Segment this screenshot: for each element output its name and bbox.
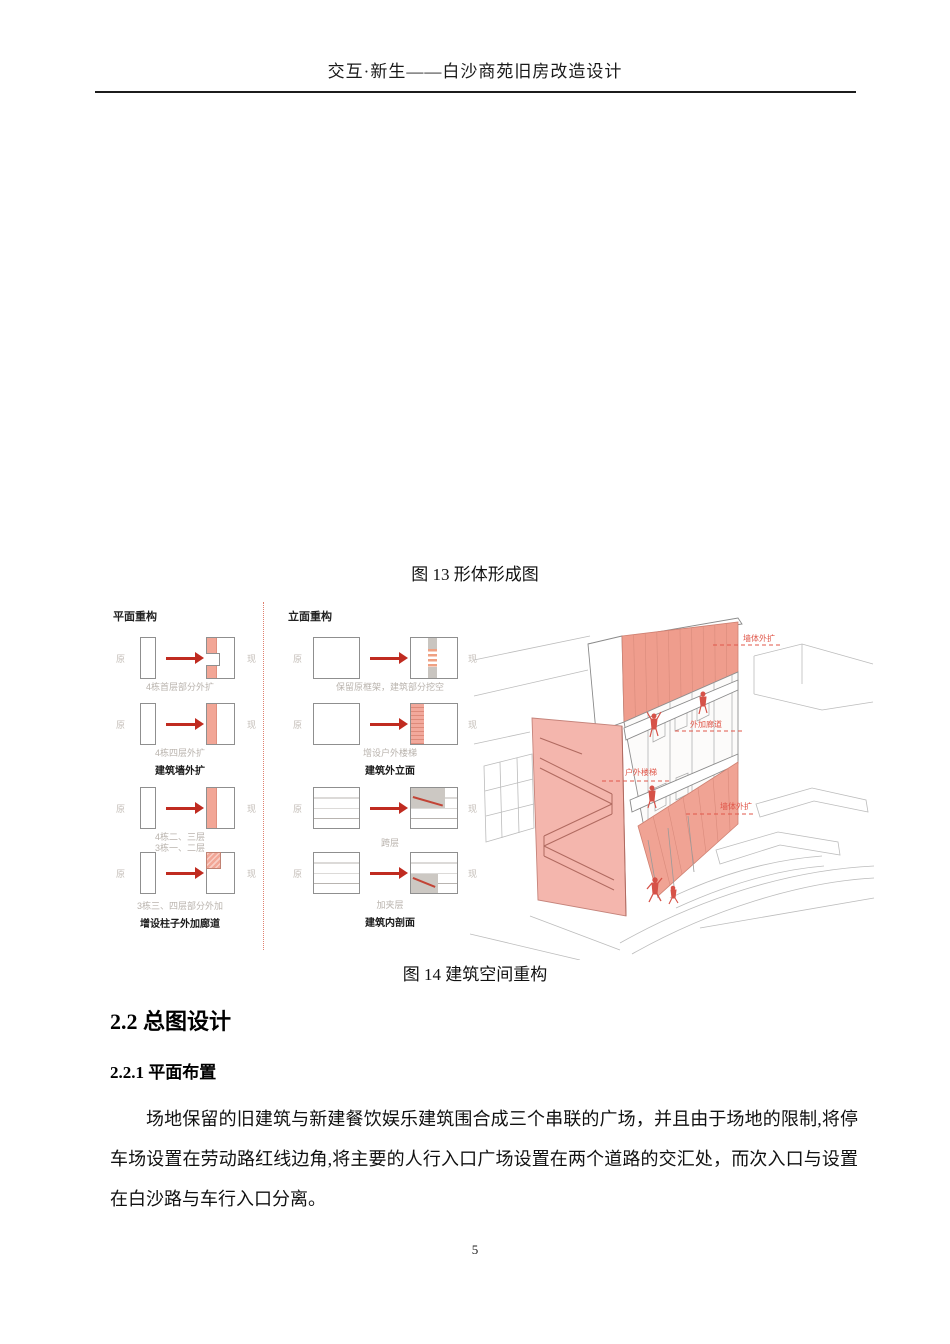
- plan-row-1-caption: 4栋首层部分外扩: [145, 682, 214, 692]
- figure14-diagram: 平面重构 原 现 4栋首层部分外扩 原 现: [95, 598, 885, 960]
- plan-row-1: 原 现: [110, 637, 276, 679]
- plan-after-shape: [206, 637, 235, 679]
- figure13-caption: 图 13 形体形成图: [411, 565, 539, 584]
- elevation-row-3-caption: 跨层: [380, 838, 399, 848]
- before-label: 原: [116, 868, 126, 879]
- before-label: 原: [293, 868, 303, 879]
- transform-arrow-icon: [166, 718, 204, 730]
- before-label: 原: [116, 803, 126, 814]
- elevation-before-shape: [313, 703, 360, 745]
- annotation-outdoor-stair: 户外楼梯: [625, 767, 657, 777]
- person-figure: [646, 877, 663, 903]
- section-subheading: 2.2.1 平面布置: [110, 1063, 217, 1082]
- elevation-after-shape: [410, 787, 458, 829]
- wall-extension-highlight: [207, 788, 217, 828]
- before-label: 原: [293, 803, 303, 814]
- annotation-added-corridor: 外加廊道: [690, 719, 722, 729]
- annotation-wall-extension-bottom: 墙体外扩: [720, 801, 752, 811]
- person-figure: [647, 785, 657, 809]
- plan-group-label-2: 增设柱子外加廊道: [140, 919, 220, 930]
- axonometric-building-view: 墙体外扩 外加廊道 户外楼梯 墙体外扩: [470, 617, 875, 960]
- after-label: 现: [468, 803, 478, 814]
- page-number: 5: [471, 1242, 479, 1257]
- elevation-before-shape: [313, 637, 360, 679]
- plan-after-shape: [206, 852, 235, 894]
- transform-arrow-icon: [370, 802, 408, 814]
- section-heading: 2.2 总图设计: [110, 1009, 232, 1034]
- axon-annotations: 墙体外扩 外加廊道 户外楼梯 墙体外扩: [602, 633, 782, 815]
- plan-row-3-caption-line2: 3栋一、二层: [154, 842, 205, 853]
- column-divider: [263, 602, 264, 950]
- after-label: 现: [468, 719, 478, 730]
- elevation-after-shape: [410, 637, 458, 679]
- transform-arrow-icon: [370, 867, 408, 879]
- after-label: 现: [247, 719, 257, 730]
- elevation-row-3: 原 现: [285, 787, 493, 829]
- annotation-wall-extension-top: 墙体外扩: [743, 633, 775, 643]
- after-label: 现: [247, 803, 257, 814]
- after-label: 现: [468, 868, 478, 879]
- elevation-row-4-caption: 加夹层: [376, 900, 404, 910]
- elevation-after-shape: [410, 703, 458, 745]
- before-label: 原: [293, 653, 303, 664]
- after-label: 现: [247, 653, 257, 664]
- plan-row-2: 原 现: [110, 703, 276, 745]
- transform-arrow-icon: [370, 718, 408, 730]
- plan-row-3-caption: 4栋二、三层 3栋一、二层: [110, 832, 250, 853]
- plan-after-shape: [206, 787, 235, 829]
- page-header-title: 交互·新生——白沙商苑旧房改造设计: [327, 62, 623, 81]
- transform-arrow-icon: [166, 652, 204, 664]
- transform-arrow-icon: [370, 652, 408, 664]
- figure14-caption: 图 14 建筑空间重构: [402, 965, 548, 984]
- elevation-reconstruction-column: 立面重构 原 现 保留原框架，建筑部分挖空 原: [285, 598, 485, 960]
- elevation-row-2-caption: 增设户外楼梯: [362, 748, 417, 758]
- elevation-column-title: 立面重构: [288, 611, 332, 623]
- plan-row-2-caption: 4栋四层外扩: [154, 748, 205, 758]
- axon-context-lines: [470, 635, 875, 960]
- column-addition-highlight: [206, 852, 221, 869]
- after-label: 现: [468, 653, 478, 664]
- elevation-row-4: 原 现: [285, 852, 493, 894]
- plan-before-shape: [140, 787, 156, 829]
- retained-frame-block: [428, 638, 437, 649]
- elevation-row-1: 原 现: [285, 637, 493, 679]
- transform-arrow-icon: [166, 867, 204, 879]
- plan-before-shape: [140, 637, 156, 679]
- header-rule: [95, 91, 856, 93]
- elevation-after-shape: [410, 852, 458, 894]
- plan-row-4: 原 现: [110, 852, 276, 894]
- person-figures: [646, 691, 708, 905]
- person-figure: [646, 711, 662, 738]
- plan-notch: [206, 653, 220, 666]
- transform-arrow-icon: [166, 802, 204, 814]
- plan-before-shape: [140, 703, 156, 745]
- elevation-group-label-2: 建筑内剖面: [365, 918, 415, 929]
- axon-building: [531, 617, 743, 917]
- elevation-row-1-caption: 保留原框架，建筑部分挖空: [335, 682, 444, 692]
- plan-after-shape: [206, 703, 235, 745]
- before-label: 原: [293, 719, 303, 730]
- hollowed-core-highlight: [428, 649, 437, 668]
- elevation-before-shape: [313, 852, 360, 894]
- plan-row-3-caption-line1: 4栋二、三层: [154, 832, 205, 842]
- body-paragraph: 场地保留的旧建筑与新建餐饮娱乐建筑围合成三个串联的广场，并且由于场地的限制,将停…: [110, 1109, 858, 1209]
- retained-frame-block: [428, 667, 437, 678]
- elevation-before-shape: [313, 787, 360, 829]
- elevation-row-2: 原 现: [285, 703, 493, 745]
- plan-column-title: 平面重构: [113, 611, 157, 623]
- plan-reconstruction-column: 平面重构 原 现 4栋首层部分外扩 原 现: [110, 598, 270, 960]
- plan-row-4-caption: 3栋三、四层部分外加: [136, 901, 223, 911]
- wall-extension-highlight: [207, 704, 217, 744]
- person-figure: [668, 885, 679, 905]
- person-figure: [698, 691, 708, 715]
- after-label: 现: [247, 868, 257, 879]
- elevation-group-label-1: 建筑外立面: [365, 766, 415, 777]
- plan-row-3: 原 现: [110, 787, 276, 829]
- plan-before-shape: [140, 852, 156, 894]
- plan-group-label-1: 建筑墙外扩: [155, 766, 205, 777]
- section-cut-stair-face: [531, 717, 627, 917]
- outdoor-stair-highlight: [411, 704, 424, 744]
- before-label: 原: [116, 653, 126, 664]
- before-label: 原: [116, 719, 126, 730]
